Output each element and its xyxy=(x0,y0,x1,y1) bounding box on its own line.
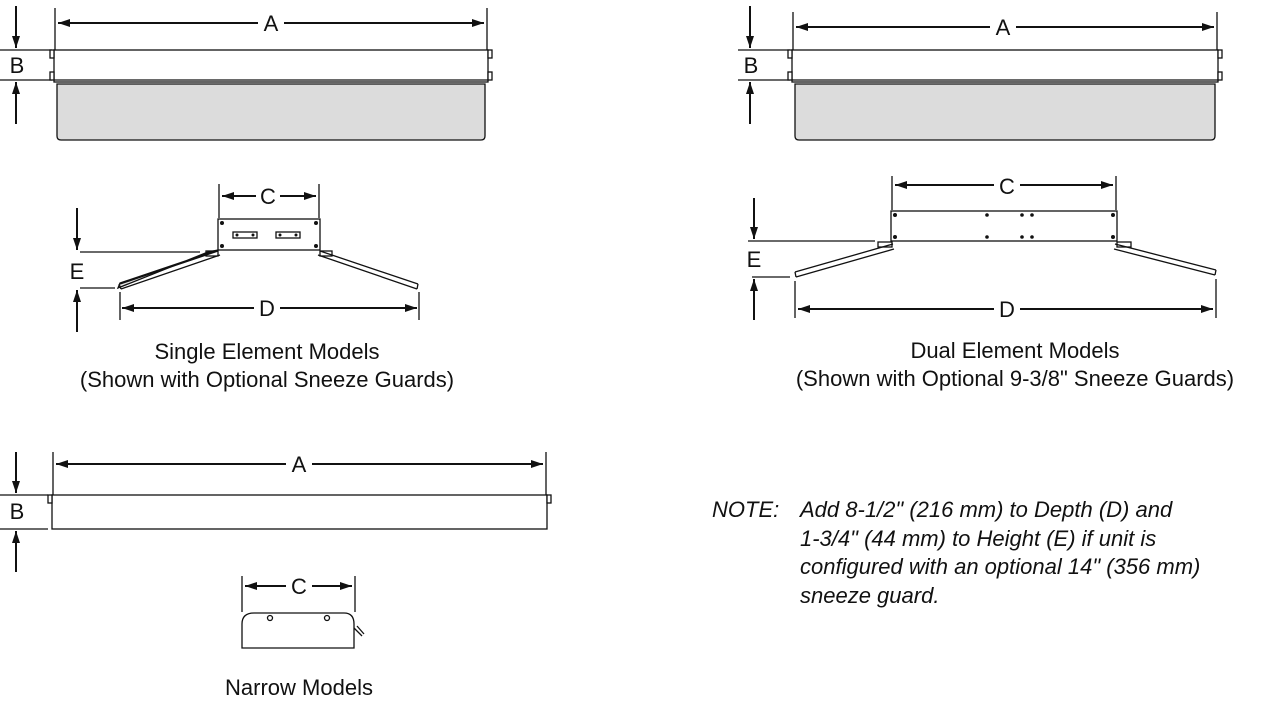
dim-d-single-label: D xyxy=(259,296,275,321)
single-side-screws xyxy=(220,221,318,248)
dual-side-view xyxy=(748,176,1217,318)
narrow-side-view xyxy=(241,576,365,649)
note-line: sneeze guard. xyxy=(800,582,940,608)
caption-single: Single Element Models (Shown with Option… xyxy=(17,338,517,394)
caption-dual-title: Dual Element Models xyxy=(910,338,1120,363)
dim-c-dual-label: C xyxy=(999,174,1015,199)
note-label: NOTE: xyxy=(712,497,780,522)
caption-dual-subtitle: (Shown with Optional 9-3/8" Sneeze Guard… xyxy=(795,366,1235,391)
dim-e-single-label: E xyxy=(70,259,85,284)
dim-e-dual-label: E xyxy=(747,247,762,272)
single-front-view xyxy=(0,8,493,141)
caption-narrow: Narrow Models xyxy=(149,674,449,702)
note-line: configured with an optional 14" (356 mm) xyxy=(800,554,1201,579)
dual-side-screws xyxy=(893,213,1115,239)
note-line: Add 8-1/2" (216 mm) to Depth (D) and xyxy=(800,497,1173,522)
dual-front-view xyxy=(738,12,1223,141)
caption-dual: Dual Element Models (Shown with Optional… xyxy=(755,337,1273,393)
note-line: 1-3/4" (44 mm) to Height (E) if unit is xyxy=(800,525,1157,551)
dim-b-single-label: B xyxy=(10,53,25,78)
dim-a-single-label: A xyxy=(264,11,279,36)
caption-single-subtitle: (Shown with Optional Sneeze Guards) xyxy=(79,367,455,392)
dim-c-single-label: C xyxy=(260,184,276,209)
dim-b-narrow-label: B xyxy=(10,499,25,524)
caption-single-title: Single Element Models xyxy=(154,339,380,364)
dim-a-dual-label: A xyxy=(996,15,1011,40)
dim-c-narrow-label: C xyxy=(291,574,307,599)
narrow-front-view xyxy=(0,452,552,530)
single-side-view xyxy=(80,184,420,320)
caption-narrow-title: Narrow Models xyxy=(225,675,373,700)
dim-d-dual-label: D xyxy=(999,297,1015,322)
dim-a-narrow-label: A xyxy=(292,452,307,477)
dim-b-dual-label: B xyxy=(744,53,759,78)
